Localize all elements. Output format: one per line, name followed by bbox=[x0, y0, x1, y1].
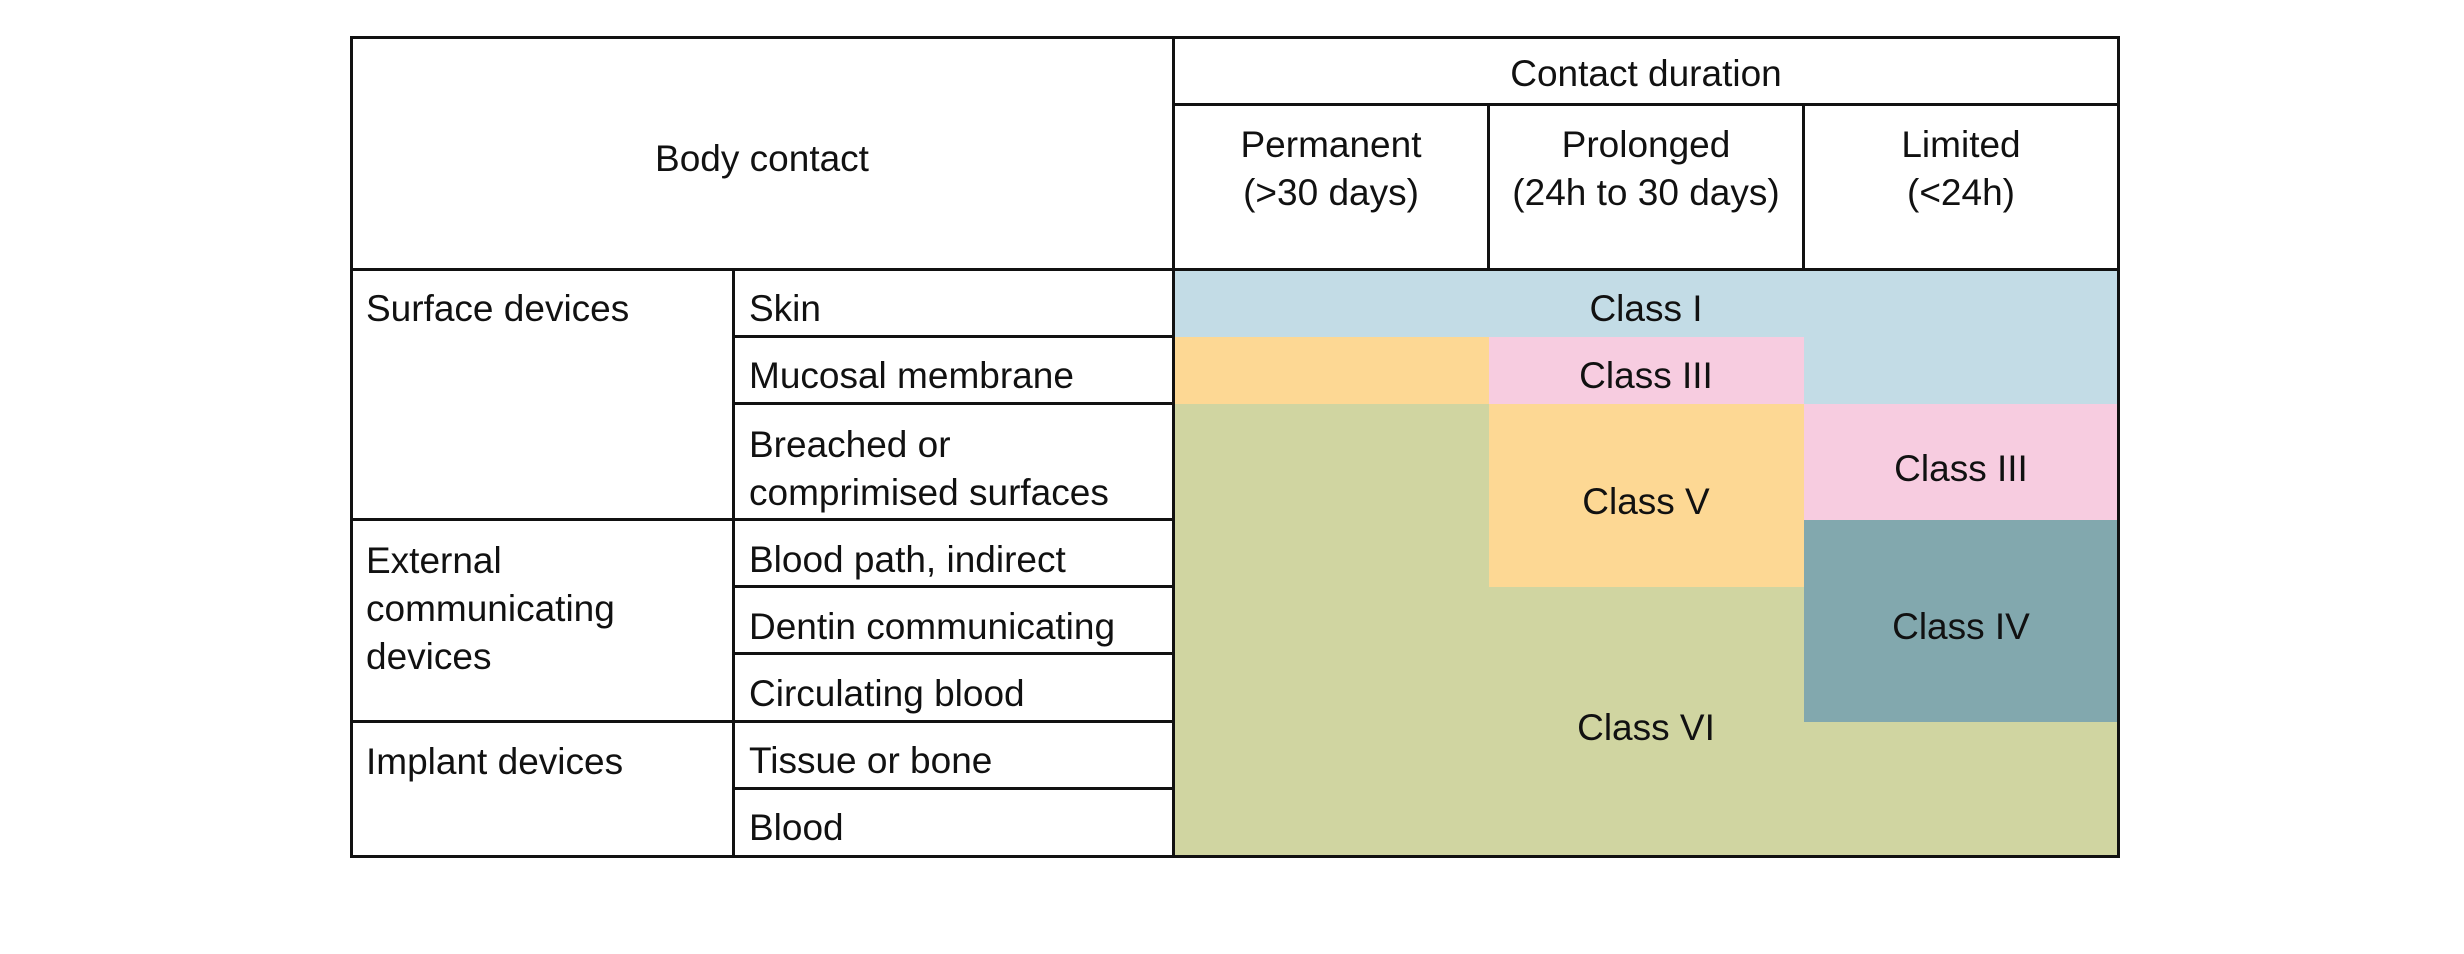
grid-line bbox=[733, 787, 1174, 790]
permanent-header: Permanent bbox=[1240, 124, 1422, 165]
contact-duration-header: Contact duration bbox=[1510, 53, 1782, 94]
class-iii-label: Class III bbox=[1579, 355, 1713, 396]
table-border-left bbox=[350, 36, 353, 858]
class-iv-region bbox=[1804, 520, 2118, 722]
contact-breached-line2: comprimised surfaces bbox=[749, 472, 1109, 513]
grid-line bbox=[350, 720, 1174, 723]
limited-header-range: (<24h) bbox=[1907, 172, 2015, 213]
contact-circulating-blood: Circulating blood bbox=[749, 673, 1025, 714]
contact-blood-path-indirect: Blood path, indirect bbox=[749, 539, 1066, 580]
prolonged-header-range: (24h to 30 days) bbox=[1512, 172, 1780, 213]
grid-line bbox=[1487, 103, 1490, 271]
class-vi-label: Class VI bbox=[1577, 707, 1715, 748]
contact-tissue-or-bone: Tissue or bone bbox=[749, 740, 993, 781]
grid-line bbox=[1172, 103, 2120, 106]
grid-line bbox=[733, 335, 1174, 338]
category-implant-devices: Implant devices bbox=[366, 741, 624, 782]
grid-line bbox=[1802, 103, 1805, 271]
class-i-label: Class I bbox=[1589, 288, 1703, 329]
grid-line bbox=[733, 585, 1174, 588]
grid-line bbox=[350, 268, 2120, 271]
category-surface-devices: Surface devices bbox=[366, 288, 630, 329]
class-iv-label: Class IV bbox=[1892, 606, 2030, 647]
table-border-right bbox=[2117, 36, 2120, 858]
class-iii-region bbox=[1804, 404, 2118, 520]
class-iii-region bbox=[1489, 337, 1804, 404]
table-border-bottom bbox=[350, 855, 2120, 858]
table-border-top bbox=[350, 36, 2120, 39]
contact-mucosal-membrane: Mucosal membrane bbox=[749, 355, 1074, 396]
permanent-header-range: (>30 days) bbox=[1243, 172, 1419, 213]
category-external-line3: devices bbox=[366, 636, 492, 677]
contact-dentin-communicating: Dentin communicating bbox=[749, 606, 1116, 647]
prolonged-header: Prolonged bbox=[1561, 124, 1731, 165]
category-external-line1: External bbox=[366, 540, 502, 581]
class-v-label: Class V bbox=[1582, 481, 1710, 522]
grid-line bbox=[350, 518, 1174, 521]
contact-blood: Blood bbox=[749, 807, 844, 848]
limited-header: Limited bbox=[1901, 124, 2021, 165]
grid-line bbox=[733, 402, 1174, 405]
grid-line bbox=[1172, 36, 1175, 858]
grid-line bbox=[733, 652, 1174, 655]
body-contact-header: Body contact bbox=[655, 138, 869, 179]
class-v-region bbox=[1174, 337, 1489, 404]
contact-skin: Skin bbox=[749, 288, 821, 329]
contact-breached-line1: Breached or bbox=[749, 424, 951, 465]
class-iii-label: Class III bbox=[1894, 448, 2028, 489]
class-v-region bbox=[1489, 404, 1804, 587]
grid-line bbox=[732, 268, 735, 858]
category-external-line2: communicating bbox=[366, 588, 615, 629]
